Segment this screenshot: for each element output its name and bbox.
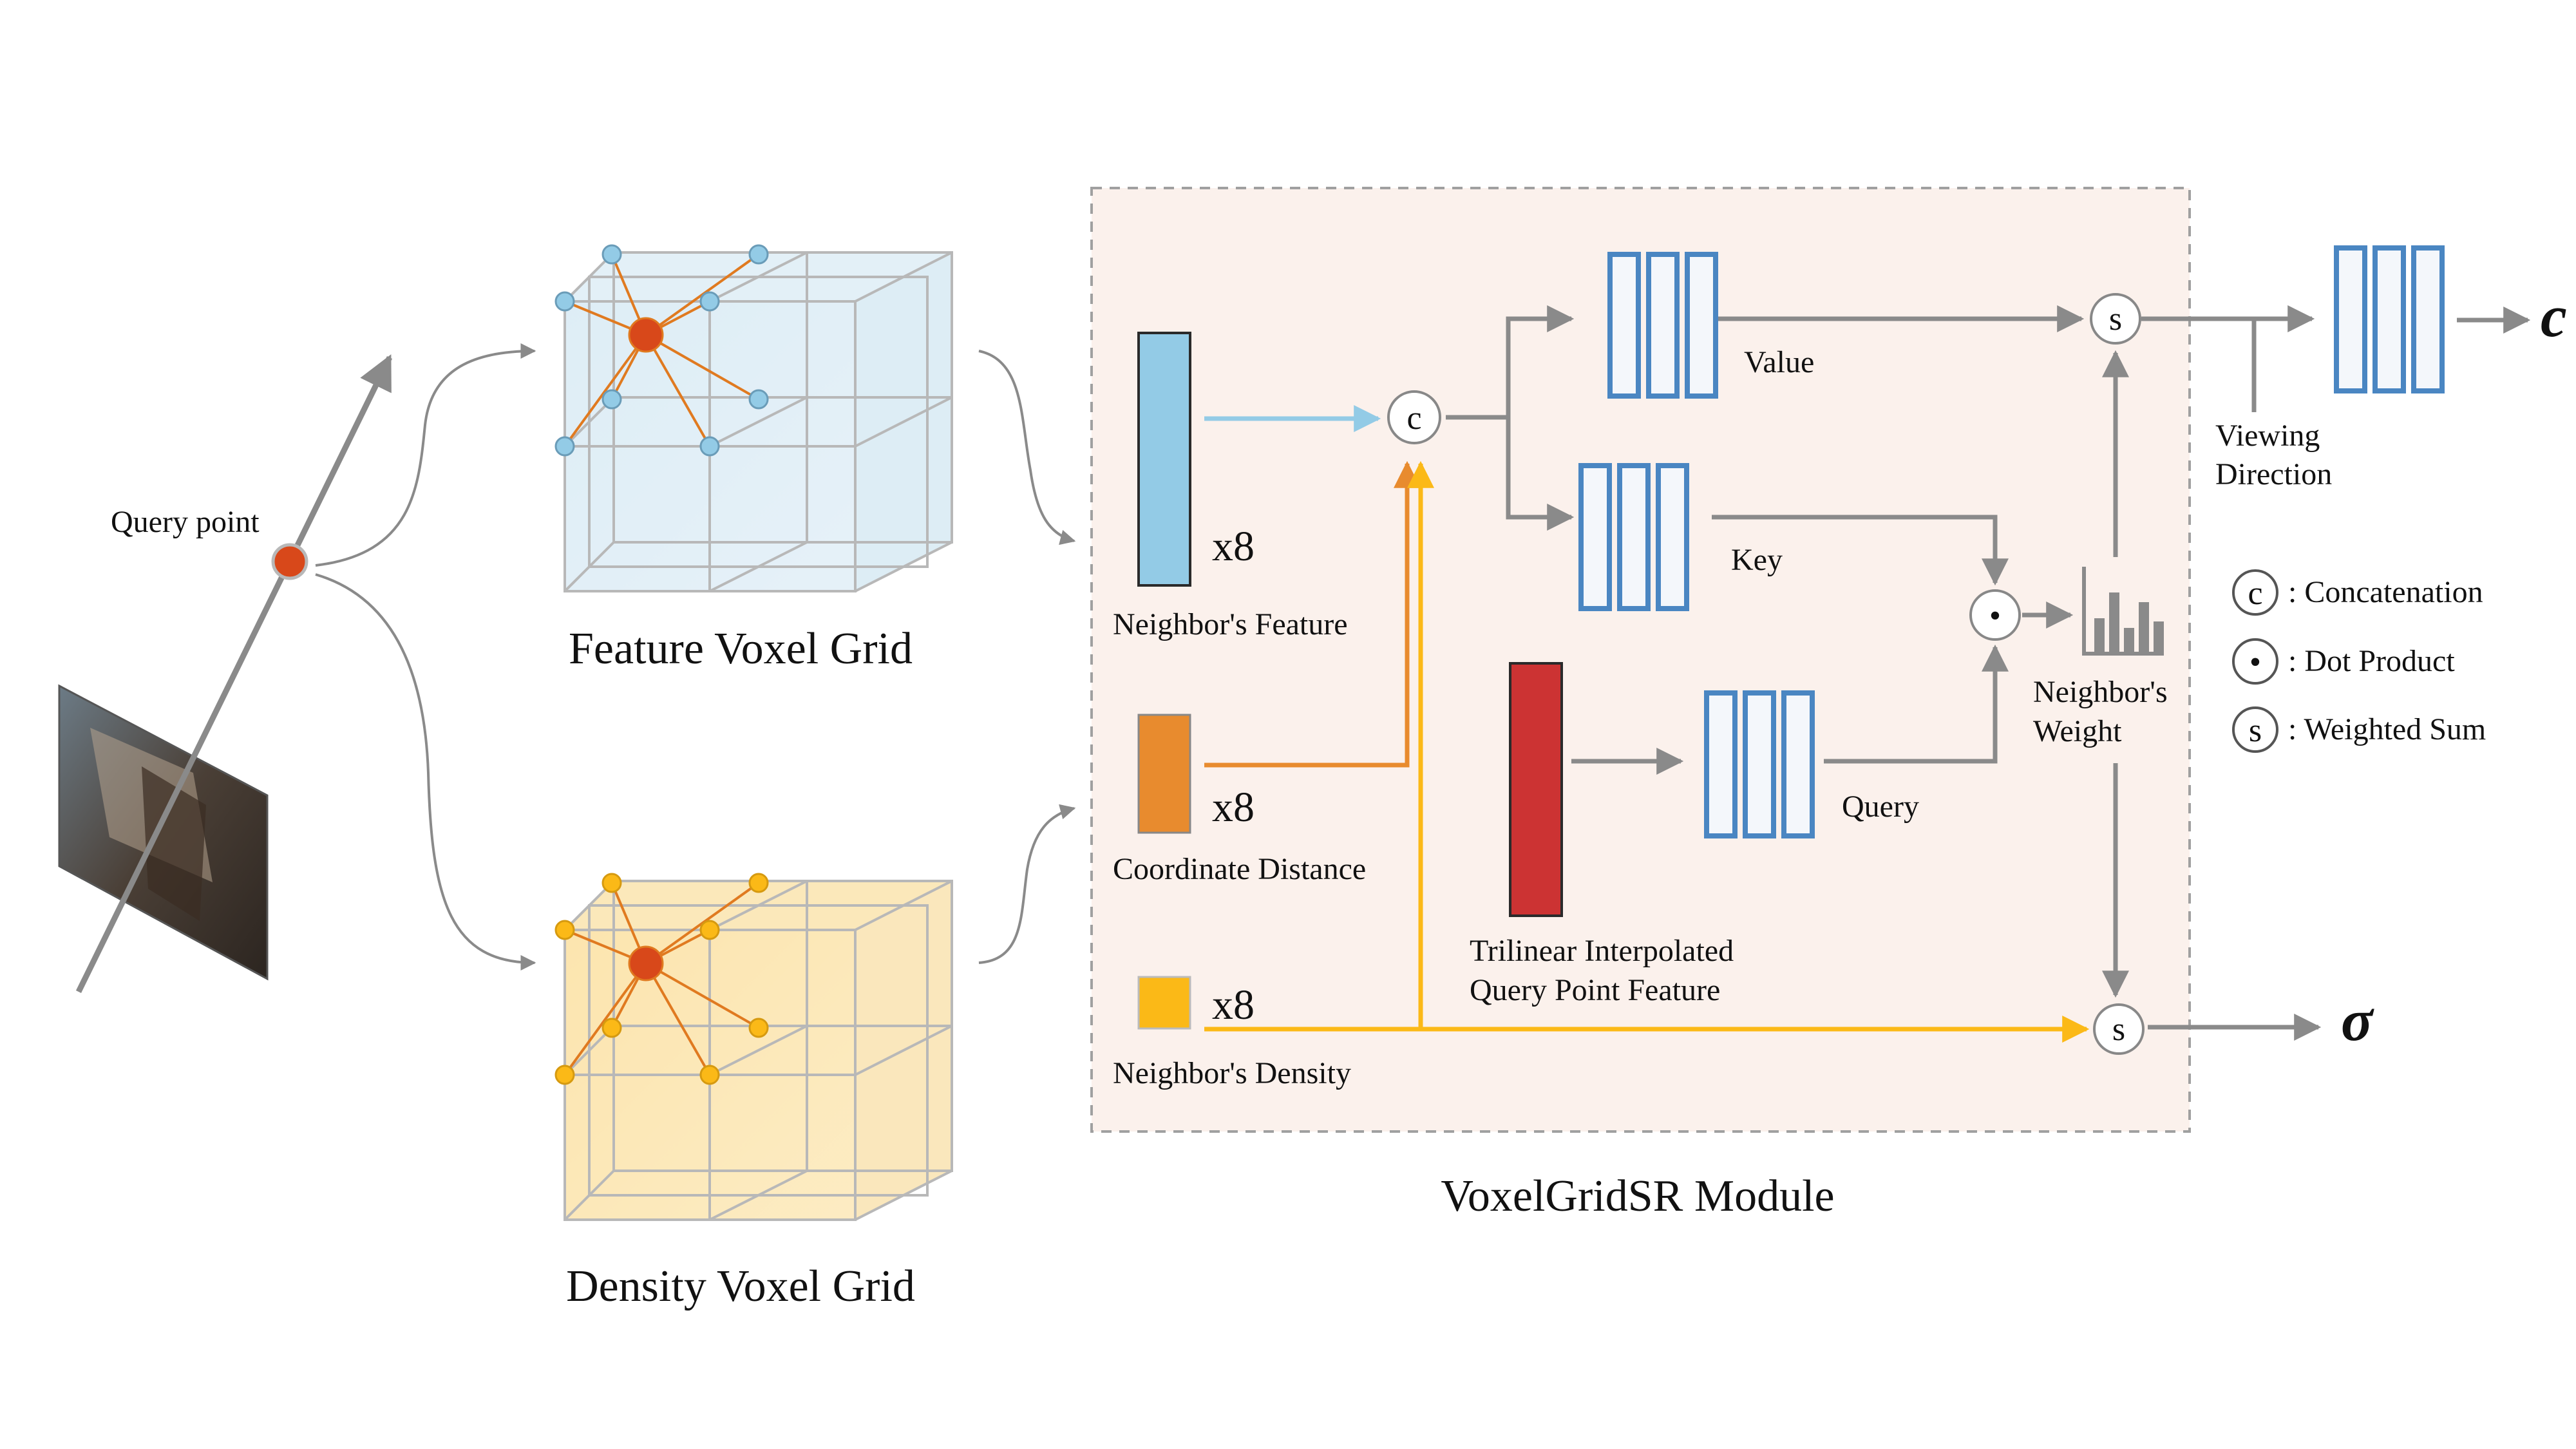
density-voxel-grid [554,873,953,1221]
neighbor-density-label: Neighbor's Density [1113,1056,1351,1090]
key-label: Key [1731,543,1783,577]
value-mlp [1607,252,1718,399]
coordinate-distance-label: Coordinate Distance [1113,852,1366,886]
feature-query-node [628,317,664,353]
neighbor-weight-label-line1: Neighbor's [2033,675,2168,709]
weighted-sum-density-symbol: s [2112,1011,2125,1048]
legend-weighted-sum: s : Weighted Sum [2232,706,2486,753]
arrow-feature-to-module [978,350,1076,545]
query-point-label: Query point [111,505,260,539]
arrow-key-to-dot [1712,515,2009,586]
feature-neighbor-nodes [554,244,769,457]
svg-text:s: s [2249,712,2262,749]
density-query-node [628,945,664,981]
trilinear-label-line1: Trilinear Interpolated [1470,934,1734,968]
arrow-distance-to-concat [1204,460,1421,768]
neighbor-feature-label: Neighbor's Feature [1113,607,1348,641]
neighbor-weight-label-line2: Weight [2033,714,2122,748]
trilinear-label-line2: Query Point Feature [1470,973,1720,1007]
image-dark-region [142,766,206,921]
value-label: Value [1744,345,1814,379]
coordinate-distance-multiplier: x8 [1212,784,1255,831]
arrow-query-to-dot [1824,644,2009,764]
weighted-sum-color-symbol: s [2109,301,2122,337]
coordinate-distance-bar [1137,714,1191,834]
density-neighbor-nodes [554,873,769,1085]
query-mlp [1704,690,1815,838]
concat-operator [1387,390,1441,444]
neighbor-feature-bar [1137,332,1191,587]
viewing-direction-line2: Direction [2215,457,2332,491]
concat-branch-trunk [1446,305,1575,420]
neighbor-density-multiplier: x8 [1212,981,1255,1028]
weighted-sum-color-operator [2090,293,2141,345]
arrow-density-to-module [978,804,1076,964]
query-label: Query [1842,790,1919,824]
concat-branch-key [1506,417,1575,531]
svg-text:: Weighted Sum: : Weighted Sum [2288,712,2486,746]
weighted-sum-density-operator [2093,1003,2145,1055]
feature-grid-title: Feature Voxel Grid [569,624,913,674]
legend: c : Concatenation • : Dot Product s : We… [2232,569,2486,753]
output-density-symbol: σ [2341,987,2374,1053]
viewing-direction-line1: Viewing [2215,419,2320,453]
camera-ray [75,354,393,993]
legend-concatenation: c : Concatenation [2232,569,2483,616]
neighbor-feature-multiplier: x8 [1212,523,1255,570]
module-title: VoxelGridSR Module [1441,1171,1834,1221]
svg-text:: Concatenation: : Concatenation [2288,575,2483,609]
svg-text:c: c [2248,575,2262,612]
neighbor-weight-histogram [2082,567,2164,656]
legend-dot-product: • : Dot Product [2232,638,2455,685]
dot-product-symbol: • [1989,598,2001,634]
concat-symbol: c [1406,400,1421,437]
svg-text:: Dot Product: : Dot Product [2288,644,2455,678]
color-mlp [2334,245,2445,393]
density-grid-title: Density Voxel Grid [566,1262,915,1311]
neighbor-density-bar [1137,976,1191,1030]
output-color-symbol: c [2541,283,2567,349]
trilinear-query-feature-bar [1509,662,1563,917]
svg-text:•: • [2249,644,2261,681]
camera-view [58,684,269,981]
arrow-to-density-grid [315,573,536,971]
feature-grid-lines [564,251,953,592]
arrow-to-feature-grid [315,343,536,567]
query-point-marker [271,543,308,580]
dot-product-operator [1969,589,2021,641]
feature-voxel-grid [554,244,953,592]
key-mlp [1578,463,1689,611]
